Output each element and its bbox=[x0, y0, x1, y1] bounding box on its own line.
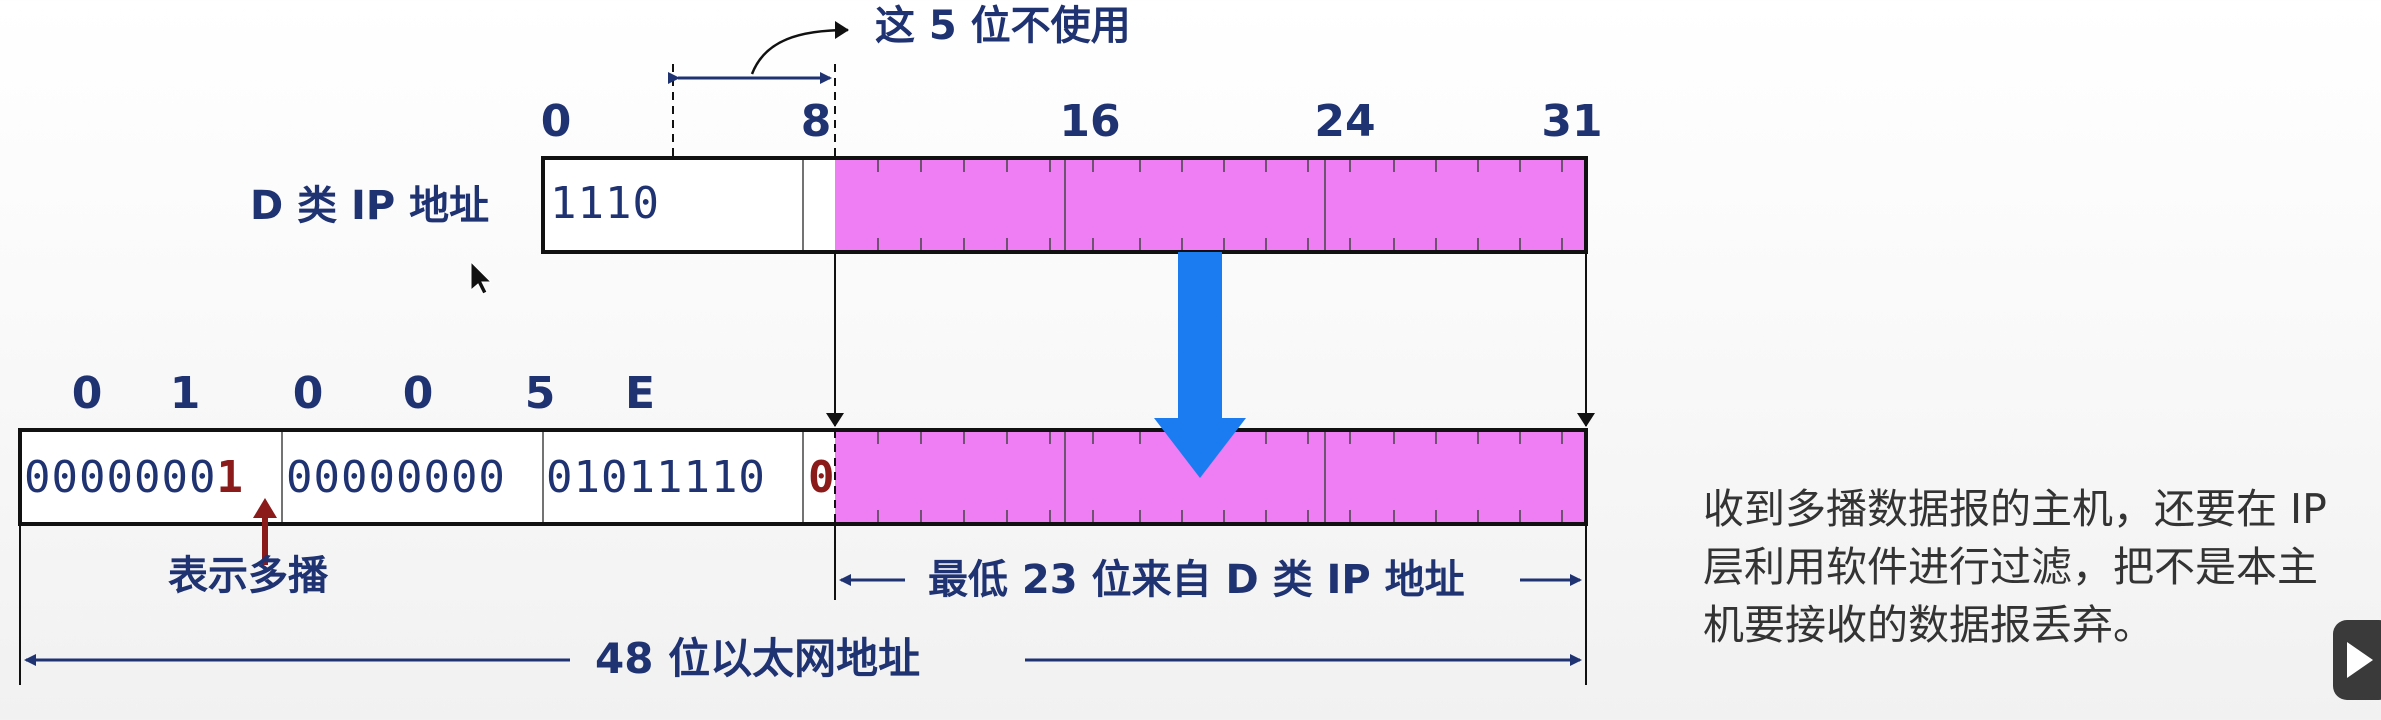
mac-hex-4: 5 bbox=[524, 368, 556, 419]
ip-scale-24: 24 bbox=[1314, 96, 1376, 147]
ip-scale-8: 8 bbox=[800, 96, 832, 147]
ip-low-23-bits-fill bbox=[835, 158, 1586, 252]
mapping-down-arrow bbox=[1154, 252, 1246, 478]
class-d-ip-label: D 类 IP 地址 bbox=[250, 183, 490, 229]
mac-byte1-bits: 00000001 bbox=[24, 452, 244, 503]
unused-bits-callout-arrow bbox=[750, 21, 849, 75]
eth-48-bits-label: 48 位以太网地址 bbox=[595, 634, 921, 683]
multicast-bit: 1 bbox=[216, 452, 244, 503]
ip-prefix-bits: 1110 bbox=[550, 178, 660, 229]
mac-bit-25: 0 bbox=[808, 452, 836, 503]
play-icon bbox=[2347, 642, 2373, 678]
mac-hex-2: 0 bbox=[292, 368, 324, 419]
mac-hex-1: 1 bbox=[169, 368, 201, 419]
multicast-flag-label: 表示多播 bbox=[168, 553, 328, 599]
mac-hex-0: 0 bbox=[71, 368, 103, 419]
mac-hex-5: E bbox=[624, 368, 656, 419]
ip-scale-31: 31 bbox=[1541, 96, 1603, 147]
lowest-23-bits-label: 最低 23 位来自 D 类 IP 地址 bbox=[928, 557, 1465, 603]
ip-scale-0: 0 bbox=[540, 96, 572, 147]
mac-byte2-bits: 00000000 bbox=[286, 452, 506, 503]
ethernet-address-box bbox=[18, 428, 1588, 526]
ip-scale-16: 16 bbox=[1059, 96, 1121, 147]
ip-bit-ticks bbox=[802, 158, 1563, 252]
filter-note: 收到多播数据报的主机，还要在 IP 层利用软件进行过滤，把不是本主机要接收的数据… bbox=[1703, 485, 2327, 649]
mac-hex-3: 0 bbox=[402, 368, 434, 419]
ip-address-box bbox=[541, 156, 1588, 254]
mouse-pointer-icon bbox=[470, 260, 493, 295]
mac-byte3-bits: 01011110 bbox=[546, 452, 766, 503]
play-button[interactable] bbox=[2333, 620, 2381, 700]
unused-bits-label: 这 5 位不使用 bbox=[875, 3, 1131, 49]
